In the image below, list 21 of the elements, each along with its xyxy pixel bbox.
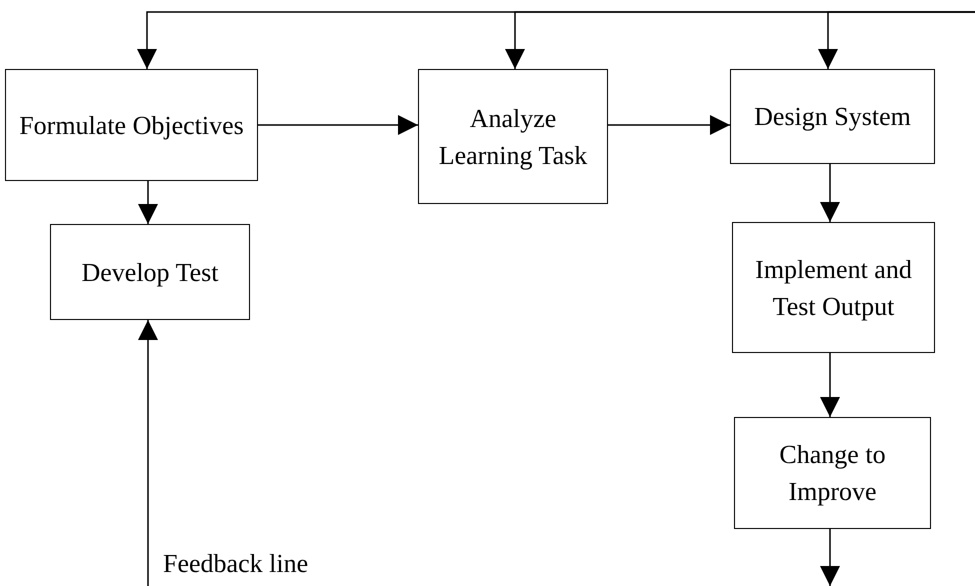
box-label: Formulate Objectives [19, 110, 244, 140]
process-box [730, 69, 935, 164]
box-label: Develop Test [81, 258, 219, 286]
process-box [734, 417, 931, 529]
edge-label: Feedback line [163, 549, 308, 579]
arrow [138, 181, 158, 224]
arrow [818, 11, 975, 69]
box-label: Change to Improve [779, 440, 886, 506]
arrow [258, 115, 418, 135]
box-label: Analyze Learning Task [438, 104, 588, 170]
arrow [608, 115, 730, 135]
box-label: Design System [754, 102, 911, 131]
process-box [418, 69, 608, 204]
arrow [820, 353, 840, 417]
process-box [5, 69, 258, 181]
process-box [732, 222, 935, 353]
arrow [138, 320, 158, 586]
box-label: Implement and Test Output [755, 254, 912, 320]
arrow [820, 164, 840, 222]
arrow [820, 529, 840, 586]
process-box [50, 224, 250, 320]
